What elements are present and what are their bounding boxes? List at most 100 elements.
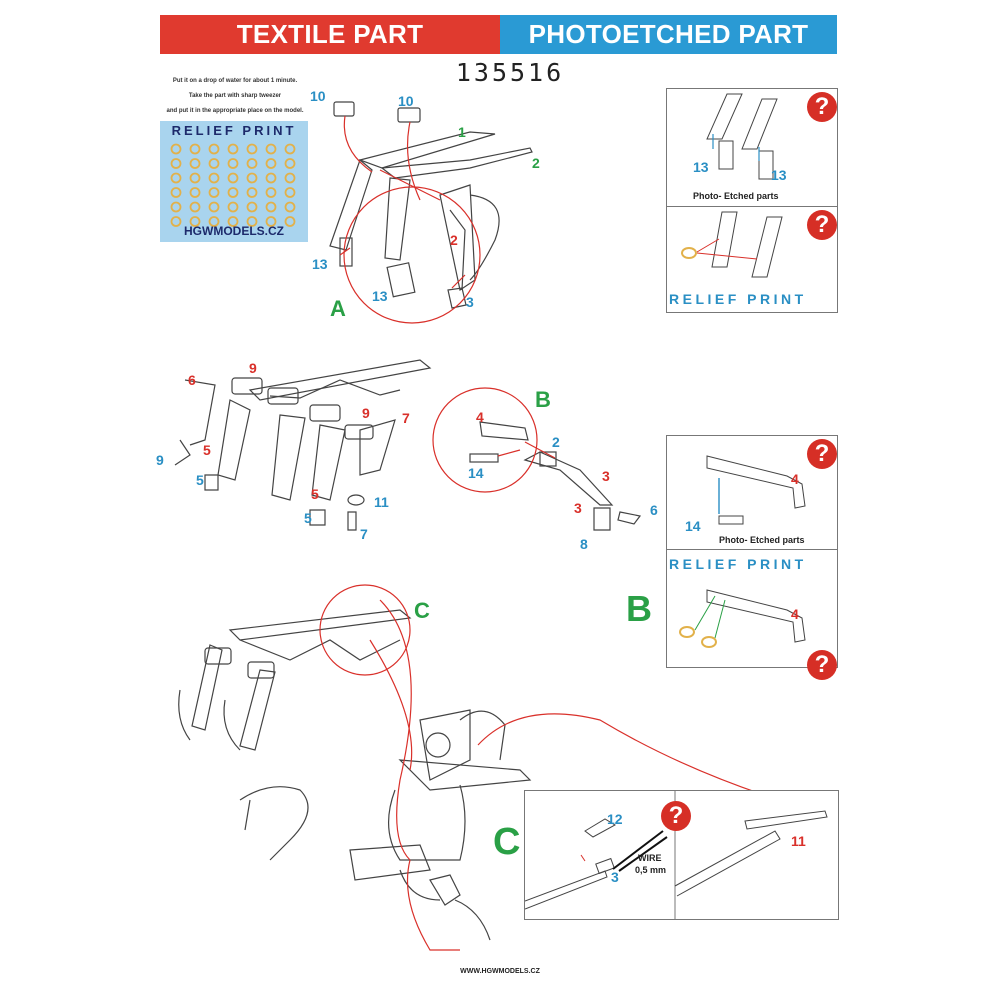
relief-parts-drawing — [681, 211, 783, 278]
zoom-label-3-b: 3 — [574, 500, 582, 516]
panel-b-photoetched-drawing — [706, 455, 806, 525]
harness-c-drawing — [178, 609, 412, 861]
question-mark-icon: ? — [807, 439, 837, 469]
relief-washer-grid — [170, 143, 296, 227]
relief-washer — [284, 172, 296, 184]
wire-label: WIRE — [638, 853, 662, 863]
relief-washer — [170, 143, 182, 155]
relief-washer — [284, 187, 296, 198]
panel-a-photoetched: 13 13 Photo- Etched parts ? — [666, 88, 838, 208]
panel-c: C 12 3 WIRE 0,5 mm 11 ? — [493, 790, 839, 920]
panel-b-relief-caption: RELIEF PRINT — [669, 556, 807, 572]
relief-print-sheet: RELIEF PRINT HGWMODELS.CZ — [160, 121, 308, 242]
part-label-7-blue: 7 — [360, 526, 368, 542]
panel-b-label-14: 14 — [685, 518, 701, 534]
part-label-13-a: 13 — [312, 256, 328, 272]
part-label-6: 6 — [188, 372, 196, 388]
relief-washer — [208, 158, 220, 169]
relief-washer — [227, 201, 239, 213]
relief-washer — [227, 216, 239, 227]
panel-b-relief: RELIEF PRINT 4 ? — [666, 549, 838, 680]
relief-washer — [227, 143, 239, 155]
relief-washer — [265, 201, 277, 213]
wire-size-label: 0,5 mm — [635, 865, 667, 875]
part-label-5-c: 5 — [311, 486, 319, 502]
zoom-label-2: 2 — [552, 434, 560, 450]
panel-b-label-4: 4 — [791, 471, 799, 487]
part-label-9-b: 9 — [156, 452, 164, 468]
relief-washer — [227, 158, 239, 169]
seat-drawing — [349, 709, 532, 941]
part-label-5-d: 5 — [304, 510, 312, 526]
zoom-label-6: 6 — [650, 502, 658, 518]
part-label-7-red: 7 — [402, 410, 410, 426]
relief-washer — [265, 172, 277, 184]
question-mark-icon: ? — [807, 210, 837, 240]
relief-washer — [265, 216, 277, 227]
part-label-3: 3 — [466, 294, 474, 310]
relief-washer — [189, 216, 201, 227]
panel-b-relief-label-4: 4 — [791, 606, 799, 622]
zoom-label-14: 14 — [468, 465, 484, 481]
photoetched-part-banner: PHOTOETCHED PART — [500, 15, 837, 54]
part-label-5-b: 5 — [196, 472, 204, 488]
zoom-label-8: 8 — [580, 536, 588, 552]
relief-washer — [284, 158, 296, 169]
product-code: 135516 — [455, 58, 565, 87]
relief-washer — [170, 216, 182, 227]
panel-a-relief-caption: RELIEF PRINT — [669, 291, 807, 307]
relief-washer — [189, 187, 201, 198]
relief-washer — [227, 187, 239, 198]
part-label-2-red: 2 — [450, 232, 458, 248]
relief-site-label: HGWMODELS.CZ — [184, 224, 284, 238]
relief-washer — [208, 172, 220, 184]
relief-print-title: RELIEF PRINT — [171, 123, 297, 138]
part-label-10-a: 10 — [310, 88, 326, 104]
relief-washer — [189, 143, 201, 155]
relief-washer — [284, 216, 296, 227]
relief-washer — [265, 158, 277, 169]
relief-washer — [246, 172, 258, 184]
footer-website: WWW.HGWMODELS.CZ — [460, 968, 540, 975]
relief-washer — [246, 216, 258, 227]
panel-b-photoetched-caption: Photo- Etched parts — [719, 535, 805, 545]
question-mark-icon: ? — [807, 650, 837, 680]
relief-washer — [189, 158, 201, 169]
panel-c-letter: C — [493, 821, 521, 863]
zoom-b-drawing — [469, 421, 642, 531]
section-b-letter: B — [535, 387, 551, 412]
relief-washer — [227, 172, 239, 184]
instruction-line-2: Take the part with sharp tweezer — [188, 93, 282, 99]
relief-washer — [208, 216, 220, 227]
relief-washer — [284, 143, 296, 155]
instruction-line-1: Put it on a drop of water for about 1 mi… — [172, 78, 298, 84]
harness-b-drawing — [174, 359, 432, 531]
question-mark-icon: ? — [661, 801, 691, 831]
photoetched-parts-drawing — [706, 93, 778, 180]
relief-washer — [265, 143, 277, 155]
harness-a-drawing — [329, 101, 533, 309]
relief-washer — [246, 158, 258, 169]
panel-c-label-3: 3 — [611, 869, 619, 885]
relief-washer — [208, 187, 220, 198]
relief-washer — [246, 187, 258, 198]
section-a-letter: A — [330, 296, 346, 321]
relief-washer — [170, 172, 182, 184]
relief-washer — [284, 201, 296, 213]
section-c-letter: C — [414, 598, 430, 623]
textile-part-banner: TEXTILE PART — [160, 15, 500, 54]
zoom-label-4: 4 — [476, 409, 484, 425]
panel-c-label-11: 11 — [791, 833, 806, 849]
relief-washer — [189, 201, 201, 213]
part-label-13-b: 13 — [372, 288, 388, 304]
relief-washer — [246, 201, 258, 213]
instruction-line-3: and put it in the appropriate place on t… — [166, 108, 304, 114]
panel-a-label-13-a: 13 — [693, 159, 709, 175]
relief-washer — [246, 143, 258, 155]
panel-a-relief: RELIEF PRINT ? — [666, 206, 838, 313]
part-label-9-a: 9 — [249, 360, 257, 376]
part-label-11: 11 — [374, 494, 389, 510]
panel-b-relief-drawing — [679, 589, 806, 648]
panel-c-label-12: 12 — [607, 811, 623, 827]
part-label-1: 1 — [458, 124, 466, 140]
